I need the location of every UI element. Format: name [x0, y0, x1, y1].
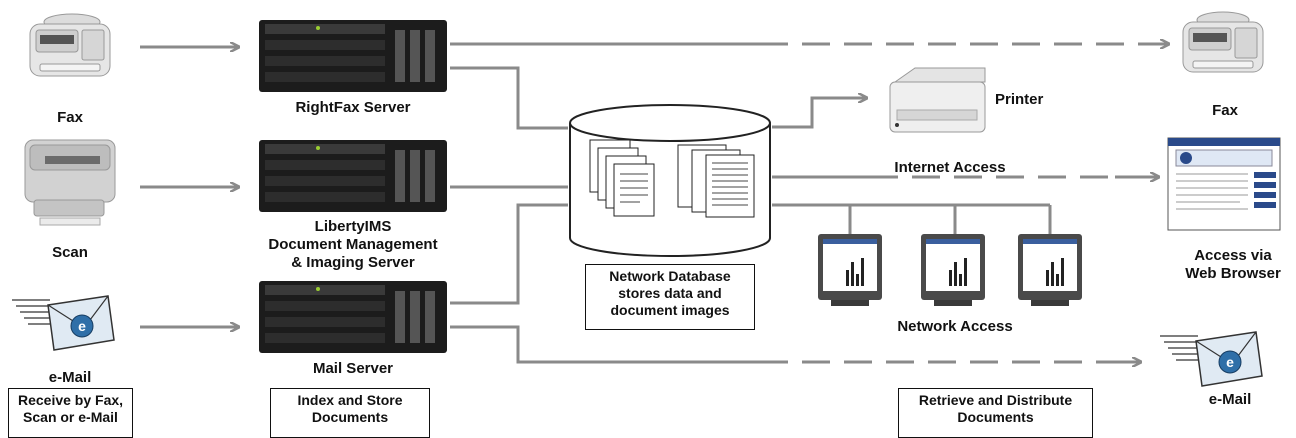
printer-icon	[889, 67, 986, 133]
printer-label: Printer	[995, 91, 1044, 108]
step-retrieve-line1: Retrieve and Distribute	[918, 392, 1073, 408]
web-label-line1: Access via	[1194, 247, 1272, 264]
web-browser-label: Access via Web Browser	[1170, 247, 1296, 283]
data-pages-icon	[677, 144, 755, 218]
step-index-box: Index and Store Documents	[270, 388, 430, 438]
libertyims-label-line3: & Imaging Server	[291, 254, 415, 271]
libertyims-label-line1: LibertyIMS	[314, 218, 392, 235]
step-index-line1: Index and Store	[297, 392, 403, 408]
libertyims-server-icon	[259, 140, 447, 212]
database-label-line1: Network Database	[609, 268, 731, 284]
email-icon: e	[12, 295, 115, 351]
arrow-database-to-printer	[772, 98, 866, 129]
line-mailserver-to-database	[450, 203, 568, 305]
database-label-line3: document images	[610, 302, 730, 318]
email-out-icon: e	[1160, 331, 1263, 387]
monitor-icon-3	[1018, 234, 1082, 306]
web-label-line2: Web Browser	[1185, 265, 1281, 282]
step-receive-box: Receive by Fax, Scan or e-Mail	[8, 388, 133, 438]
fax-out-label: Fax	[1212, 102, 1238, 119]
libertyims-server-label: LibertyIMS Document Management & Imaging…	[238, 218, 468, 272]
fax-in-label: Fax	[57, 109, 83, 126]
step-index-line2: Documents	[311, 409, 389, 425]
libertyims-label-line2: Document Management	[268, 236, 438, 253]
fax-out-icon	[1182, 11, 1264, 73]
internet-access-label: Internet Access	[894, 159, 1006, 176]
email-in-label: e-Mail	[48, 369, 92, 386]
scanner-icon	[24, 139, 116, 226]
network-access-label: Network Access	[897, 318, 1013, 335]
rightfax-server-label: RightFax Server	[295, 99, 411, 116]
mail-server-icon	[259, 281, 447, 353]
scan-label: Scan	[52, 244, 88, 261]
database-label-box: Network Database stores data and documen…	[585, 264, 755, 330]
database-label-line2: stores data and	[618, 285, 722, 301]
svg-text:e: e	[1226, 354, 1234, 370]
mail-server-label: Mail Server	[312, 360, 394, 377]
monitor-icon-1	[818, 234, 882, 306]
document-stack-icon	[589, 139, 655, 217]
line-database-to-network	[772, 203, 1052, 234]
line-rightfax-to-database	[450, 66, 568, 130]
step-receive-line2: Scan or e-Mail	[23, 409, 118, 425]
step-receive-line1: Receive by Fax,	[17, 392, 124, 408]
email-out-label: e-Mail	[1208, 391, 1252, 408]
web-browser-icon	[1167, 137, 1281, 231]
step-retrieve-box: Retrieve and Distribute Documents	[898, 388, 1093, 438]
svg-text:e: e	[78, 318, 86, 334]
connectors	[140, 44, 1168, 362]
arrow-mailserver-to-email-out	[450, 325, 1140, 362]
monitor-icon-2	[921, 234, 985, 306]
rightfax-server-icon	[259, 20, 447, 92]
step-retrieve-line2: Documents	[957, 409, 1034, 425]
fax-machine-icon	[29, 13, 111, 77]
